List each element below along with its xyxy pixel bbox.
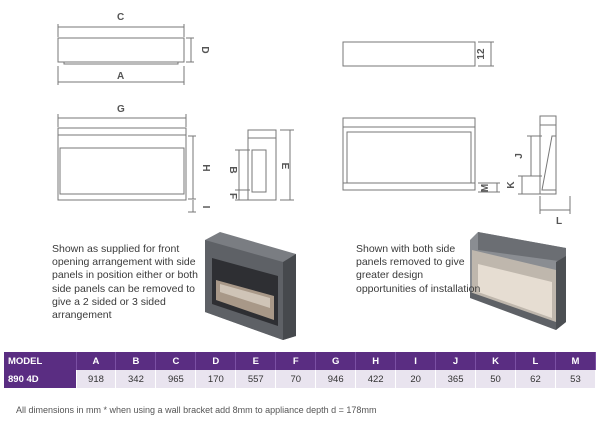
col-header-h: H bbox=[355, 352, 397, 370]
footnote: All dimensions in mm * when using a wall… bbox=[16, 405, 377, 415]
col-header-d: D bbox=[195, 352, 237, 370]
front-view-right bbox=[342, 117, 500, 193]
col-header-e: E bbox=[235, 352, 277, 370]
cell-m: 53 bbox=[555, 370, 597, 388]
col-header-a: A bbox=[76, 352, 117, 370]
top-view-left bbox=[57, 24, 194, 85]
fireplace-render-front bbox=[205, 232, 296, 340]
side-view-left bbox=[235, 129, 294, 201]
col-header-l: L bbox=[515, 352, 556, 370]
col-header-i: I bbox=[395, 352, 437, 370]
cell-c: 965 bbox=[155, 370, 197, 388]
cell-b: 342 bbox=[115, 370, 157, 388]
cell-g: 946 bbox=[315, 370, 357, 388]
col-header-m: M bbox=[555, 352, 597, 370]
table-row: 890 4D 918 342 965 170 557 70 946 422 20… bbox=[4, 370, 597, 388]
dim-label-f: F bbox=[227, 193, 238, 199]
caption-front-arrangement: Shown as supplied for front opening arra… bbox=[52, 243, 198, 322]
dim-label-c: C bbox=[117, 12, 124, 23]
col-header-model: MODEL bbox=[4, 352, 77, 370]
dim-label-i: I bbox=[200, 206, 211, 209]
dim-label-e: E bbox=[279, 163, 290, 170]
cell-a: 918 bbox=[76, 370, 117, 388]
cell-model: 890 4D bbox=[4, 370, 77, 388]
cell-d: 170 bbox=[195, 370, 237, 388]
cell-k: 50 bbox=[475, 370, 516, 388]
fireplace-render-open bbox=[470, 232, 566, 330]
top-view-right bbox=[342, 41, 494, 67]
cell-l: 62 bbox=[515, 370, 556, 388]
caption-open-arrangement: Shown with both side panels removed to g… bbox=[356, 243, 481, 295]
dim-label-j: J bbox=[514, 153, 525, 159]
front-view-left bbox=[57, 114, 196, 213]
cell-j: 365 bbox=[435, 370, 477, 388]
col-header-f: F bbox=[275, 352, 317, 370]
col-header-c: C bbox=[155, 352, 197, 370]
cell-h: 422 bbox=[355, 370, 397, 388]
dim-label-b: B bbox=[227, 166, 238, 173]
technical-drawing: C A D G H I B F E 12 M J K L bbox=[57, 12, 571, 340]
col-header-k: K bbox=[475, 352, 516, 370]
side-view-right bbox=[518, 115, 571, 214]
table-header-row: MODEL A B C D E F G H I J K L M bbox=[4, 352, 597, 370]
dimensions-table: MODEL A B C D E F G H I J K L M 890 4D 9… bbox=[4, 352, 597, 388]
cell-i: 20 bbox=[395, 370, 437, 388]
dim-label-l: L bbox=[556, 216, 562, 227]
cell-f: 70 bbox=[275, 370, 317, 388]
col-header-j: J bbox=[435, 352, 477, 370]
col-header-b: B bbox=[115, 352, 157, 370]
cell-e: 557 bbox=[235, 370, 277, 388]
dim-label-g: G bbox=[117, 104, 125, 115]
dim-label-d: D bbox=[199, 46, 210, 53]
dim-label-k: K bbox=[506, 181, 517, 189]
dim-label-h: H bbox=[200, 164, 211, 171]
dim-label-a: A bbox=[117, 71, 124, 82]
dim-label-12: 12 bbox=[476, 48, 487, 60]
col-header-g: G bbox=[315, 352, 357, 370]
dim-label-m: M bbox=[480, 184, 491, 192]
